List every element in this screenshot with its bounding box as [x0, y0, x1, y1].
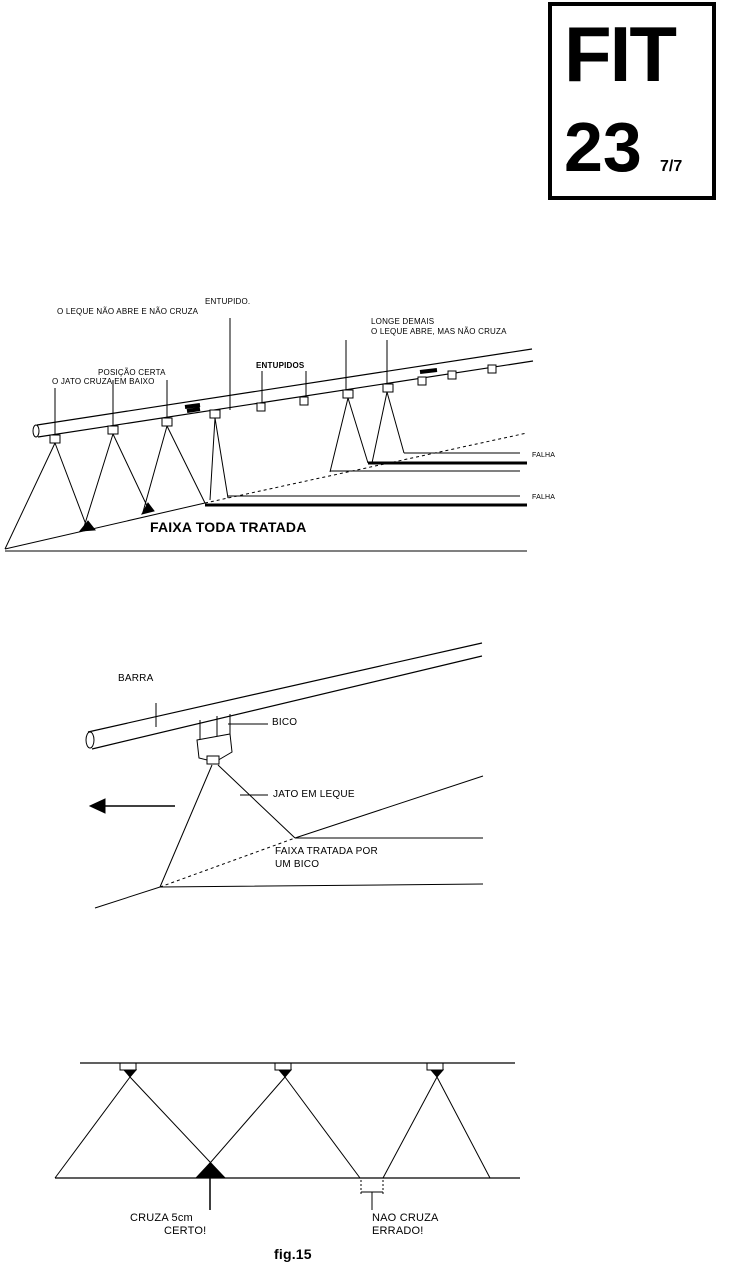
label-strip-line2: UM BICO — [275, 859, 320, 870]
label-falha-upper: FALHA — [532, 452, 556, 459]
label-falha-lower: FALHA — [532, 494, 556, 501]
label-clogged-plural: ENTUPIDOS — [256, 361, 305, 370]
caption-fully-treated: FAIXA TODA TRATADA — [150, 519, 307, 535]
badge-number: 23 — [564, 108, 642, 186]
diagram-overlap-comparison — [54, 1062, 520, 1210]
label-fan-jet: JATO EM LEQUE — [273, 789, 355, 800]
label-far-title: LONGE DEMAIS — [371, 317, 435, 326]
diagram-nozzle-detail — [85, 642, 484, 909]
label-correct: CERTO! — [164, 1225, 207, 1237]
label-clogged-title: ENTUPIDO. — [205, 297, 251, 306]
label-correct-title: POSIÇÃO CERTA — [98, 368, 166, 377]
badge-page: 7/7 — [660, 158, 683, 175]
label-wrong: ERRADO! — [372, 1225, 424, 1237]
label-no-cross: NAO CRUZA — [372, 1212, 439, 1224]
document-badge: FIT 23 7/7 — [548, 2, 716, 200]
label-strip-line1: FAIXA TRATADA POR — [275, 846, 378, 857]
label-far-desc: O LEQUE ABRE, MAS NÃO CRUZA — [371, 327, 507, 336]
label-clogged-desc: O LEQUE NÃO ABRE E NÃO CRUZA — [57, 307, 199, 316]
badge-title: FIT — [564, 10, 677, 98]
label-correct-desc: O JATO CRUZA EM BAIXO — [52, 377, 155, 386]
diagram-boom-overview — [4, 318, 534, 552]
figure-caption: fig.15 — [274, 1246, 312, 1262]
label-bar: BARRA — [118, 673, 154, 684]
label-nozzle: BICO — [272, 717, 298, 728]
label-cross-5cm: CRUZA 5cm — [130, 1212, 193, 1224]
